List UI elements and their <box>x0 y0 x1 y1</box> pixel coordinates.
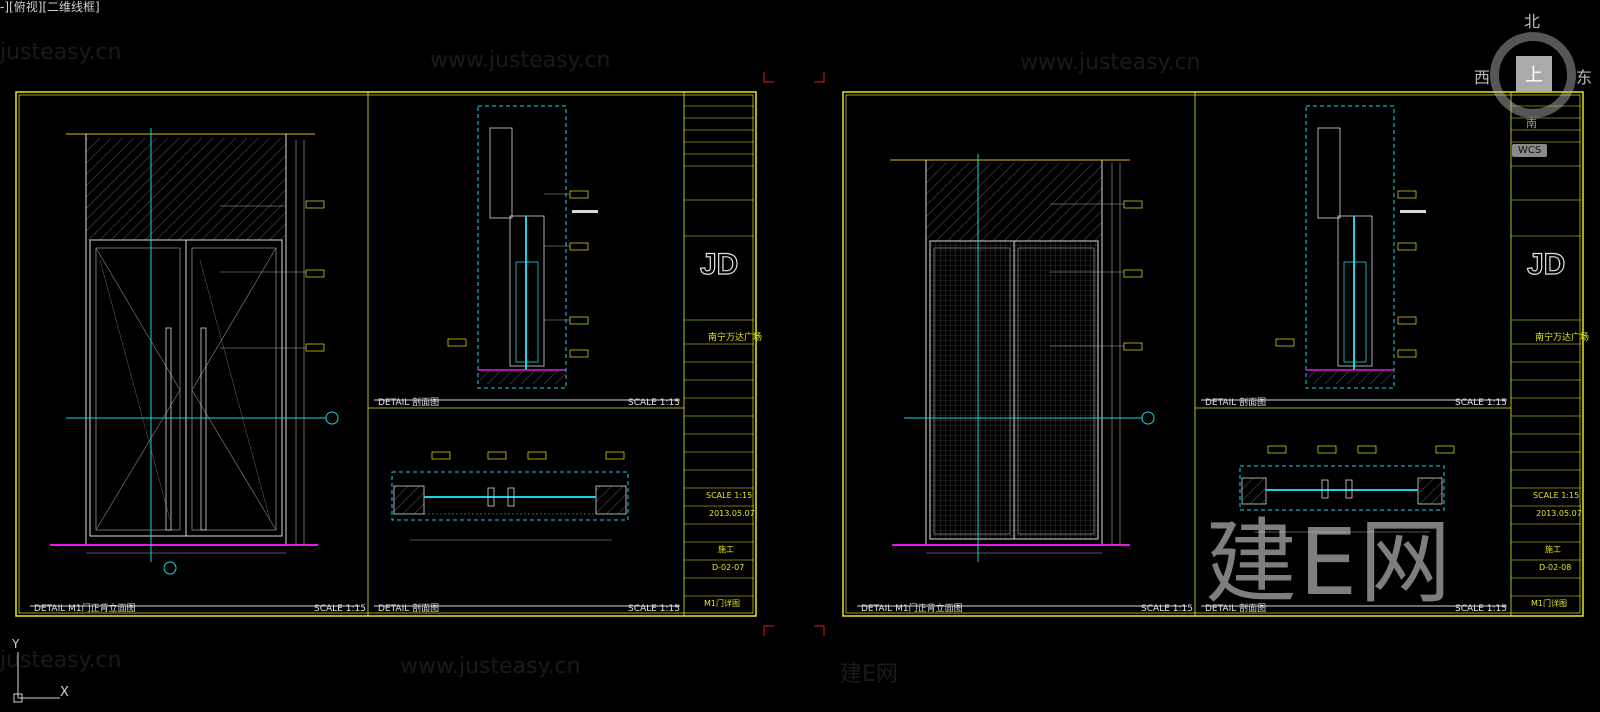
title-block-stage: 施工 <box>718 544 734 554</box>
drawing-sheet-d-02-08[interactable]: JD 南宁万达广场 SCALE 1:15 2013.05.07 施工 D-02-… <box>842 91 1589 617</box>
section-top-title: DETAIL 剖面图 <box>1205 396 1266 408</box>
door-elevation[interactable] <box>30 128 360 607</box>
section-bottom-scale: SCALE 1:15 <box>628 604 680 614</box>
crop-mark <box>814 72 825 83</box>
ucs-y-label: Y <box>11 637 20 651</box>
title-block-project-name: 南宁万达广场 <box>1535 331 1589 343</box>
title-block-project-name: 南宁万达广场 <box>708 331 762 343</box>
sheet-border <box>15 91 757 617</box>
section-top-title: DETAIL 剖面图 <box>378 396 439 408</box>
door-section-horizontal[interactable] <box>374 451 680 607</box>
ucs-icon: Y X <box>11 637 69 703</box>
title-block-drawing-title: M1门详图 <box>704 598 740 608</box>
elevation-title: DETAIL M1门正背立面图 <box>861 602 963 614</box>
viewcube-south[interactable]: 南 <box>1526 117 1537 130</box>
section-bottom-title: DETAIL 剖面图 <box>1205 602 1266 614</box>
elevation-scale: SCALE 1:15 <box>314 604 366 614</box>
viewcube-compass-ring[interactable] <box>1490 32 1576 118</box>
title-block-stage: 施工 <box>1545 544 1561 554</box>
viewcube-top-face[interactable]: 上 <box>1516 56 1552 92</box>
ucs-x-label: X <box>60 685 69 700</box>
title-block-date: 2013.05.07 <box>709 509 755 518</box>
title-block-drawing-title: M1门详图 <box>1531 598 1567 608</box>
door-elevation[interactable] <box>857 154 1187 607</box>
title-block-logo: JD <box>1527 248 1565 281</box>
title-block-drawing-no: D-02-08 <box>1539 563 1571 572</box>
door-section-horizontal[interactable] <box>1201 445 1507 607</box>
crop-mark <box>763 72 774 83</box>
section-top-scale: SCALE 1:15 <box>1455 398 1507 408</box>
section-bottom-title: DETAIL 剖面图 <box>378 602 439 614</box>
title-block-scale: SCALE 1:15 <box>706 491 752 500</box>
section-top-scale: SCALE 1:15 <box>628 398 680 408</box>
title-block-date: 2013.05.07 <box>1536 509 1582 518</box>
viewcube-east[interactable]: 东 <box>1576 68 1593 87</box>
viewport-label[interactable]: -][俯视][二维线框] <box>0 0 100 14</box>
title-block[interactable]: JD 南宁万达广场 SCALE 1:15 2013.05.07 施工 D-02-… <box>1511 105 1589 608</box>
viewcube-north[interactable]: 北 <box>1524 12 1541 31</box>
drawing-sheet-d-02-07[interactable]: JD 南宁万达广场 SCALE 1:15 2013.05.07 施工 D-02-… <box>15 91 762 617</box>
elevation-title: DETAIL M1门正背立面图 <box>34 602 136 614</box>
title-block[interactable]: JD 南宁万达广场 SCALE 1:15 2013.05.07 施工 D-02-… <box>684 105 762 608</box>
elevation-scale: SCALE 1:15 <box>1141 604 1193 614</box>
title-block-scale: SCALE 1:15 <box>1533 491 1579 500</box>
viewcube-west[interactable]: 西 <box>1474 68 1491 87</box>
title-block-logo: JD <box>700 248 738 281</box>
viewcube[interactable]: 北 西 东 南 上 <box>1474 12 1593 130</box>
door-section-vertical[interactable] <box>374 105 680 401</box>
wcs-menu-button[interactable]: WCS <box>1512 144 1548 157</box>
sheet-border <box>842 91 1584 617</box>
section-bottom-scale: SCALE 1:15 <box>1455 604 1507 614</box>
door-section-vertical[interactable] <box>1201 105 1507 401</box>
crop-mark <box>763 625 774 636</box>
title-block-drawing-no: D-02-07 <box>712 563 744 572</box>
sheet-inner-border <box>18 94 754 614</box>
sheet-inner-border <box>845 94 1581 614</box>
crop-mark <box>814 625 825 636</box>
